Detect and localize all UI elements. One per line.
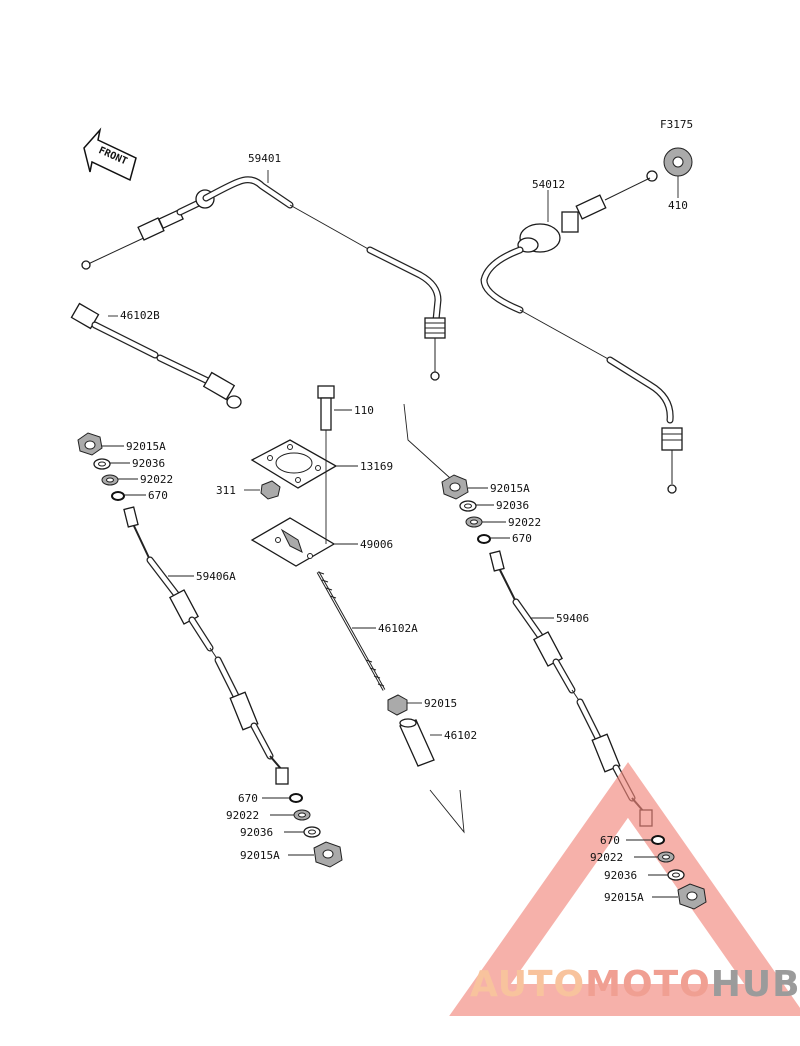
nut-92015 [387,694,408,716]
washer-92022-right-top [465,516,483,528]
label-92022-left: 92022 [140,473,173,486]
label-410: 410 [668,199,688,212]
sleeve-46102 [399,718,435,767]
label-92036-right-bottom: 92036 [604,869,637,882]
label-59406: 59406 [556,612,589,625]
cable-54012 [480,170,683,494]
svg-text:AUTOMOTOHUB: AUTOMOTOHUB [470,964,800,1005]
label-92022-right: 92022 [508,516,541,529]
nut-92015A-left-top [77,432,103,456]
label-311: 311 [216,484,236,497]
label-59401: 59401 [248,152,281,165]
nut-92015A-right-bottom [677,883,707,910]
cable-59406A [123,506,289,785]
label-110: 110 [354,404,374,417]
cable-59401 [81,176,446,381]
label-92015A-right: 92015A [490,482,530,495]
label-13169: 13169 [360,460,393,473]
figure-code: F3175 [660,118,693,131]
washer-92022-left-bottom [293,809,311,821]
label-92015A-left-bottom: 92015A [240,849,280,862]
label-92022-right-bottom: 92022 [590,851,623,864]
label-92015A-left: 92015A [126,440,166,453]
label-46102: 46102 [444,729,477,742]
housing-46102B [70,302,242,409]
oring-670-left-top [111,491,125,501]
oring-670-left-bottom [289,793,303,803]
label-92015A-right-bottom: 92015A [604,891,644,904]
washer-92036-right-top [459,500,477,512]
label-49006: 49006 [360,538,393,551]
washer-92022-left-top [101,474,119,486]
label-670-left-bottom: 670 [238,792,258,805]
rod-46102A [316,571,386,691]
nut-311 [260,480,281,500]
plate-49006 [250,517,336,567]
gasket-13169 [250,439,338,489]
bolt-110 [317,385,335,431]
nut-92015A-right-top [441,474,469,500]
label-92036-left: 92036 [132,457,165,470]
label-92036-right: 92036 [496,499,529,512]
watermark-hub: HUB [711,964,800,1005]
front-arrow-icon: FRONT [83,127,137,182]
washer-92036-right-bottom [667,869,685,881]
watermark-moto: MOTO [585,964,711,1005]
watermark-auto: AUTO [470,964,585,1005]
label-92036-left-bottom: 92036 [240,826,273,839]
washer-92036-left-bottom [303,826,321,838]
label-46102A: 46102A [378,622,418,635]
label-92022-left-bottom: 92022 [226,809,259,822]
label-92015: 92015 [424,697,457,710]
label-59406A: 59406A [196,570,236,583]
washer-92036-left-top [93,458,111,470]
oring-670-right-top [477,534,491,544]
nut-92015A-left-bottom [313,841,343,868]
label-670-right-bottom: 670 [600,834,620,847]
label-54012: 54012 [532,178,565,191]
label-670-left: 670 [148,489,168,502]
label-46102B: 46102B [120,309,160,322]
label-670-right: 670 [512,532,532,545]
washer-92022-right-bottom [657,851,675,863]
oring-670-right-bottom [651,835,665,845]
washer-410 [663,147,693,177]
